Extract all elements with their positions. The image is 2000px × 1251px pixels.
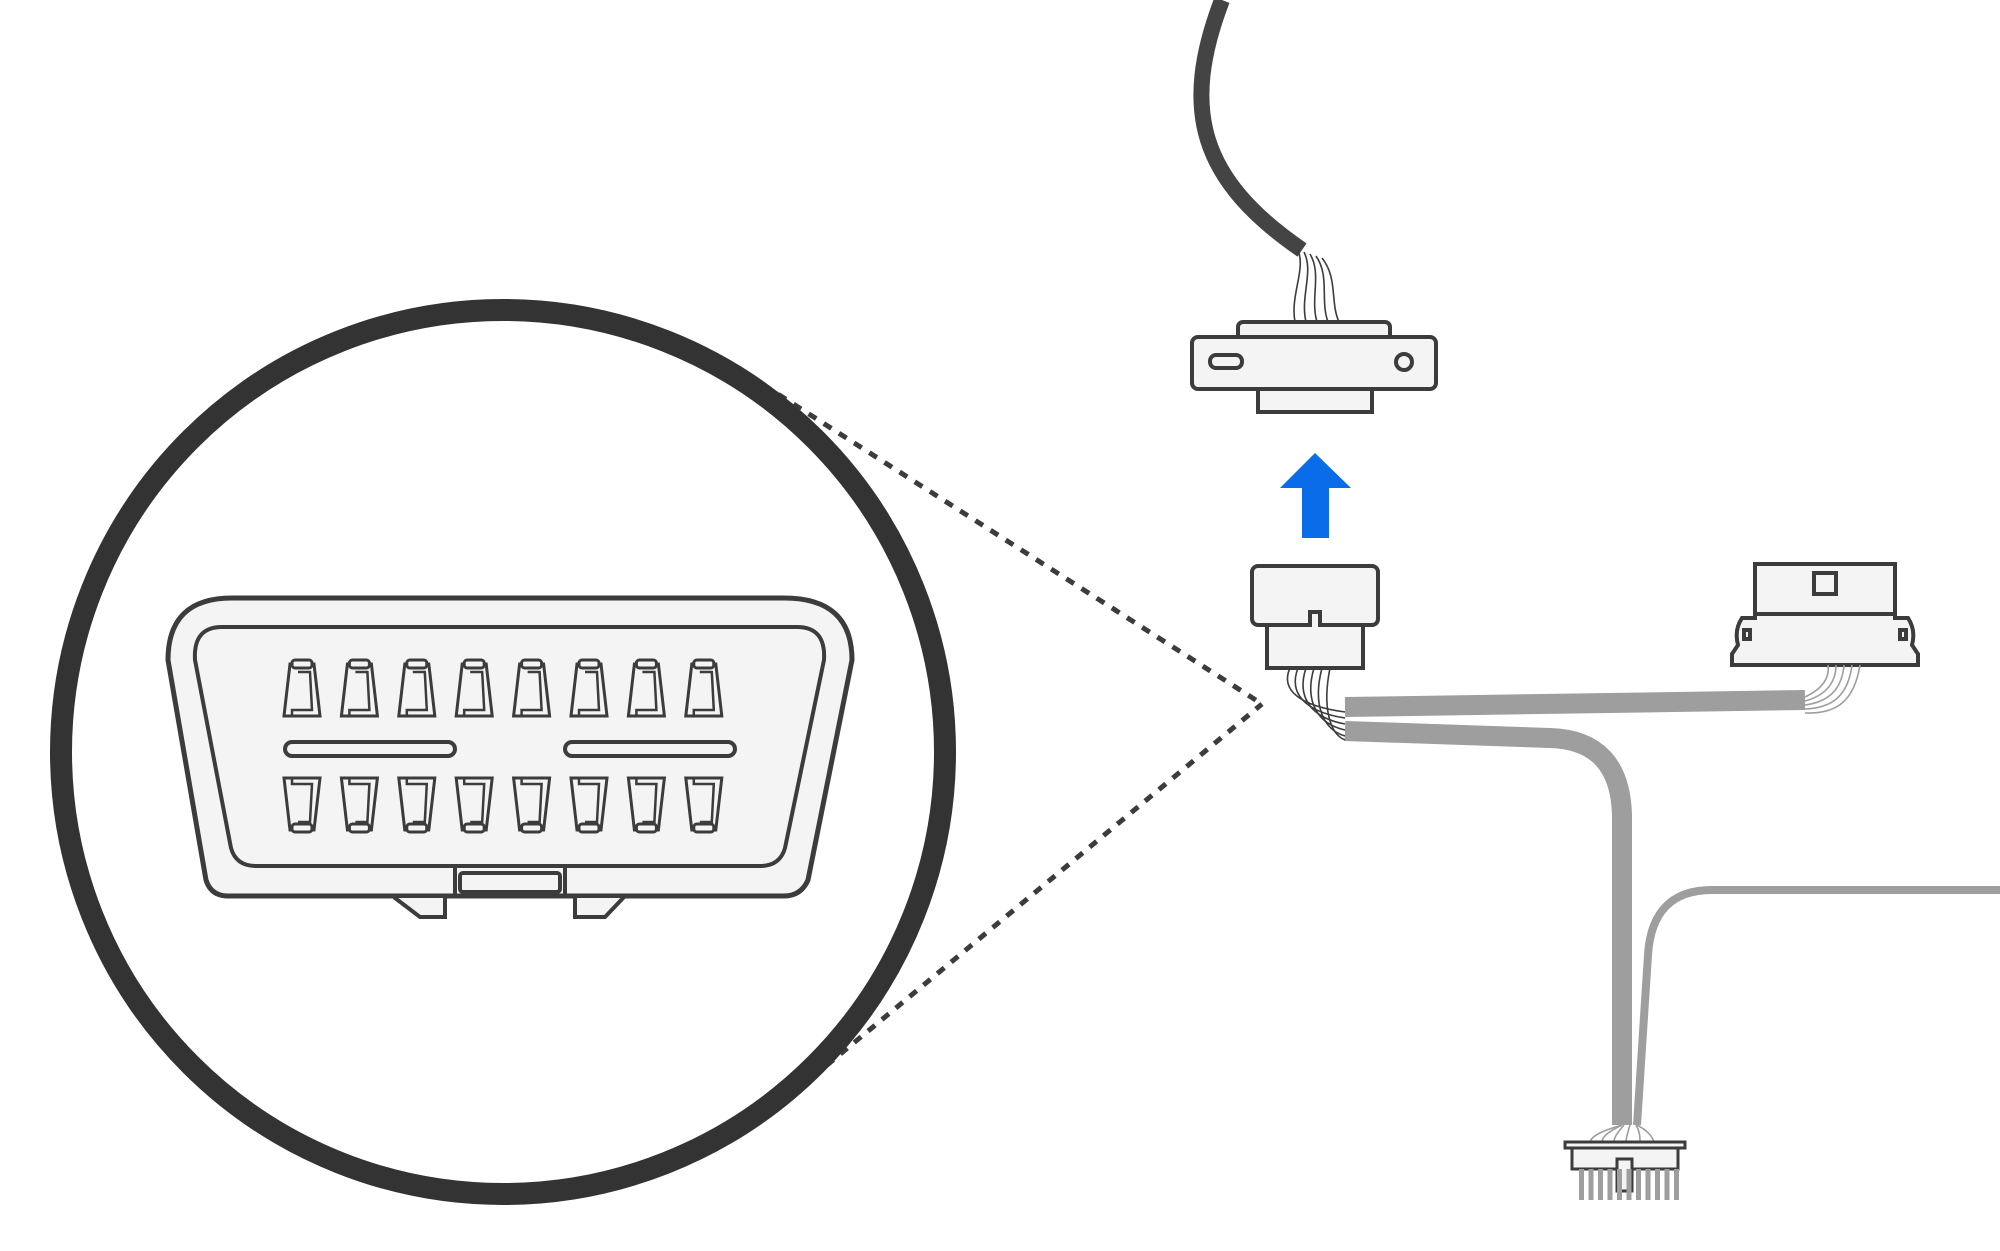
- pin-row-bottom: [282, 776, 724, 834]
- side-connector-base: [1730, 612, 1920, 667]
- side-connector-housing: [1753, 562, 1897, 616]
- latch-tab-right: [573, 894, 630, 919]
- vehicle-obd-port: [1190, 320, 1438, 414]
- header-pin-leg: [1588, 1169, 1594, 1200]
- vehicle-port-bottom-block: [1256, 387, 1374, 414]
- latch-center: [458, 871, 562, 894]
- vehicle-cable-wires: [1293, 249, 1340, 323]
- header-pin-leg: [1626, 1169, 1632, 1200]
- harness-cable-upper: [1344, 690, 1806, 717]
- header-pin-leg: [1607, 1169, 1613, 1200]
- header-pin-leg: [1579, 1169, 1584, 1200]
- pin-bottom-1: [282, 776, 322, 834]
- header-pin-leg: [1617, 1169, 1622, 1200]
- header-pin-leg: [1598, 1169, 1603, 1200]
- harness-cable-thin: [1633, 886, 2000, 1126]
- adapter-plug-body: [1265, 610, 1365, 670]
- side-connector-latch-left: [1742, 628, 1752, 641]
- harness-cables: [1344, 690, 2000, 1126]
- side-connector-latch-right: [1898, 628, 1908, 641]
- header-pin-leg: [1674, 1169, 1679, 1200]
- mounting-slot: [1208, 353, 1244, 370]
- mounting-hole: [1394, 352, 1414, 372]
- obd-connector-closeup: [165, 595, 855, 919]
- pin-top-6: [569, 658, 609, 718]
- divider-bar-left: [283, 740, 457, 758]
- pin-bottom-4: [454, 776, 494, 834]
- magnifier-guide-lines: [746, 372, 1264, 1102]
- side-connector-wires: [1804, 664, 1861, 714]
- pin-top-2: [339, 658, 380, 718]
- latch-tab-left: [393, 894, 447, 919]
- pin-bottom-3: [397, 776, 437, 834]
- harness-cable-lower: [1344, 721, 1632, 1125]
- side-connector-window: [1812, 571, 1838, 596]
- adapter-wire-bundle: [1286, 667, 1346, 741]
- header-pin-leg: [1645, 1169, 1651, 1200]
- pin-row-top: [282, 658, 724, 718]
- header-pin-leg: [1655, 1169, 1660, 1200]
- pin-bottom-7: [626, 776, 667, 834]
- vehicle-cable: [1193, 0, 1307, 257]
- header-pin-leg: [1664, 1169, 1670, 1200]
- pin-bottom-5: [511, 776, 552, 834]
- pin-bottom-6: [569, 776, 609, 834]
- bottom-pin-header: [1563, 1140, 1687, 1193]
- pin-top-3: [397, 658, 437, 718]
- header-pin-legs: [1579, 1169, 1679, 1200]
- pin-top-5: [511, 658, 552, 718]
- harness-obd-connector: [1250, 564, 1380, 670]
- pin-top-1: [282, 658, 322, 718]
- pin-top-7: [626, 658, 667, 718]
- bottom-header-wires: [1589, 1124, 1655, 1143]
- arrow-up-icon: [1280, 453, 1351, 538]
- pin-top-4: [454, 658, 494, 718]
- pin-top-8: [684, 658, 724, 718]
- header-pin-leg: [1636, 1169, 1641, 1200]
- pin-bottom-8: [684, 776, 724, 834]
- side-connector: [1730, 562, 1920, 667]
- pin-bottom-2: [339, 776, 380, 834]
- divider-bar-right: [563, 740, 737, 758]
